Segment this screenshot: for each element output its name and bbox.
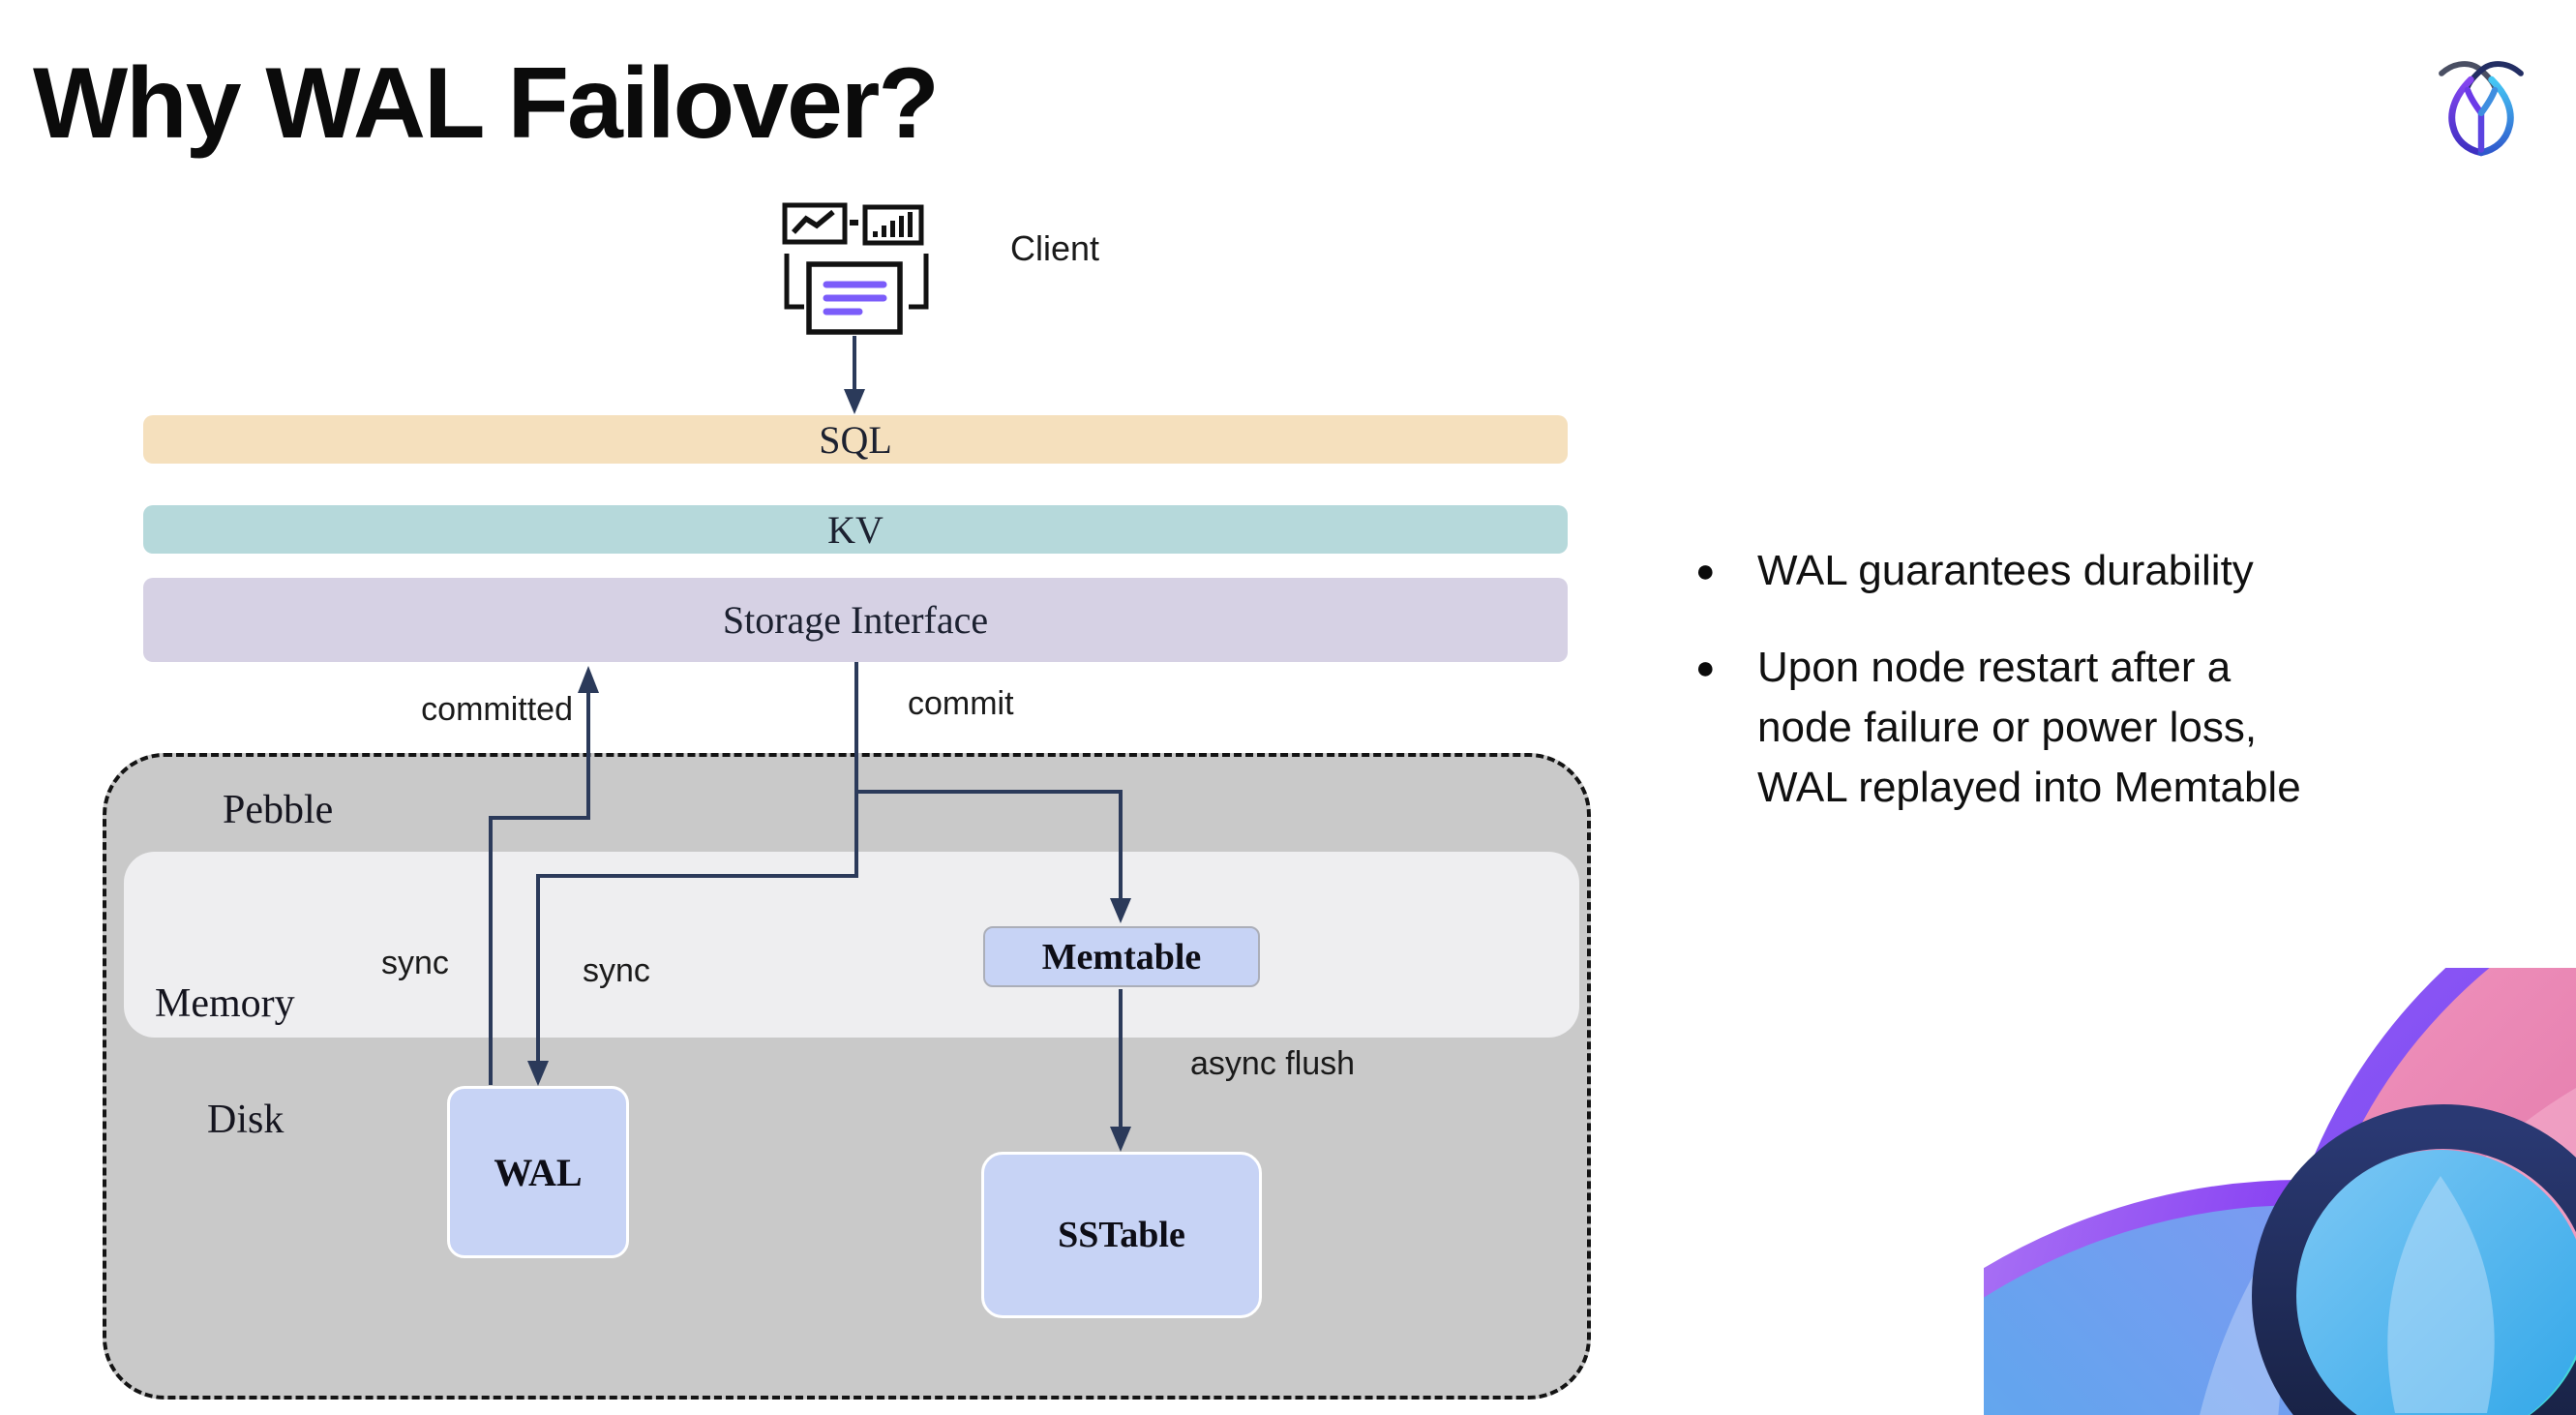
cockroachdb-logo-icon bbox=[2439, 61, 2524, 157]
arrowhead-into-sql bbox=[844, 389, 865, 414]
bullet-marker-icon: ● bbox=[1695, 649, 1716, 686]
layer-bar-sql: SQL bbox=[143, 415, 1568, 464]
layer-bar-kv-label: KV bbox=[827, 507, 884, 552]
bullet-text: WAL guarantees durability bbox=[1757, 547, 2254, 594]
bullet-marker-icon: ● bbox=[1695, 553, 1716, 589]
bullet-item: ● Upon node restart after a node failure… bbox=[1695, 638, 2328, 818]
sstable-node: SSTable bbox=[981, 1152, 1262, 1318]
edge-label-async-flush: async flush bbox=[1190, 1045, 1356, 1082]
corner-brand-art bbox=[1984, 968, 2576, 1415]
sstable-node-label: SSTable bbox=[1058, 1215, 1185, 1255]
bullet-item: ● WAL guarantees durability bbox=[1695, 541, 2328, 601]
layer-bar-storage-interface-label: Storage Interface bbox=[722, 598, 989, 642]
memtable-node: Memtable bbox=[983, 926, 1260, 987]
edge-label-sync-left: sync bbox=[381, 945, 449, 981]
arrowhead-into-storage bbox=[578, 666, 599, 693]
memory-label: Memory bbox=[155, 981, 295, 1026]
layer-bar-kv: KV bbox=[143, 505, 1568, 554]
edge-label-committed: committed bbox=[421, 691, 573, 728]
wal-node: WAL bbox=[447, 1086, 629, 1258]
pebble-label: Pebble bbox=[223, 788, 334, 832]
layer-bar-sql-label: SQL bbox=[819, 417, 892, 462]
slide-title: Why WAL Failover? bbox=[33, 47, 940, 160]
layer-bar-storage-interface: Storage Interface bbox=[143, 578, 1568, 662]
edge-label-sync-right: sync bbox=[583, 952, 650, 989]
memtable-node-label: Memtable bbox=[1041, 936, 1202, 978]
memory-zone-band bbox=[124, 852, 1579, 1038]
disk-label: Disk bbox=[207, 1098, 285, 1142]
pebble-container bbox=[103, 753, 1591, 1400]
client-label: Client bbox=[1010, 228, 1100, 268]
client-icon bbox=[782, 202, 929, 335]
bullet-text: Upon node restart after a node failure o… bbox=[1757, 644, 2301, 811]
edge-label-commit: commit bbox=[908, 685, 1014, 722]
wal-node-label: WAL bbox=[494, 1150, 583, 1194]
